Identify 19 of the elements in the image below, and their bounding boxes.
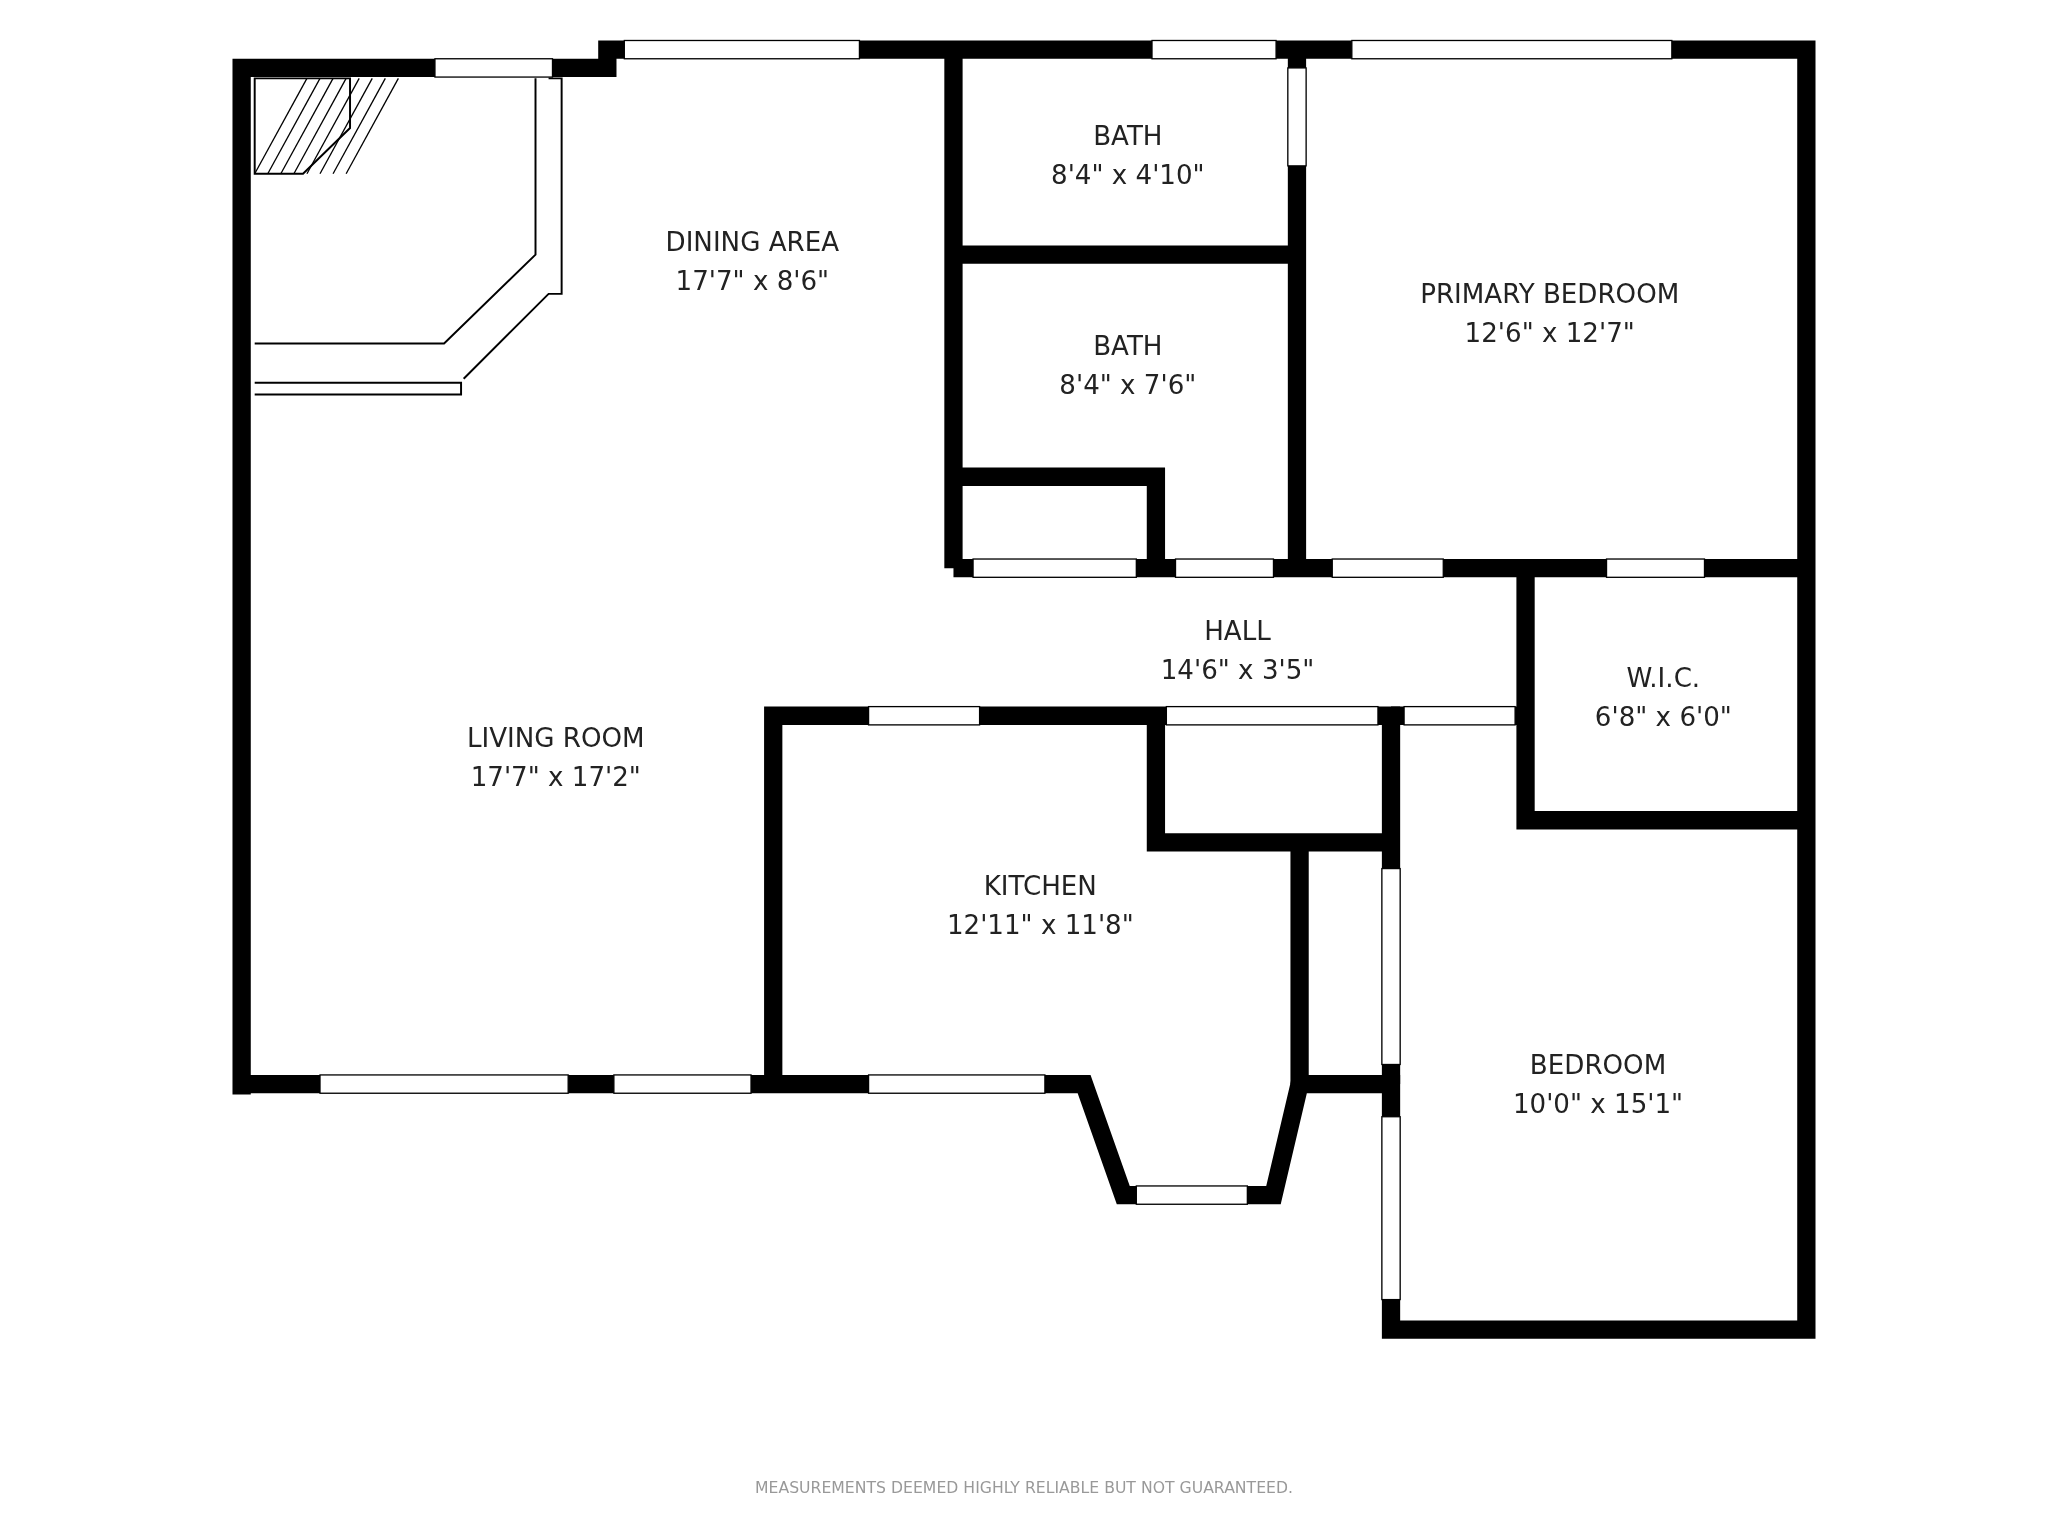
room-name: KITCHEN [983, 868, 1097, 903]
room-dimensions: 10'0" x 15'1" [1512, 1087, 1684, 1122]
room-dimensions: 12'6" x 12'7" [1464, 316, 1635, 351]
room-name: BATH [1093, 329, 1163, 364]
room-dimensions: 12'11" x 11'8" [946, 907, 1134, 942]
room-name: W.I.C. [1626, 661, 1701, 696]
room-name: DINING AREA [665, 224, 840, 260]
room-dimensions: 6'8" x 6'0" [1594, 700, 1732, 735]
disclaimer-note: MEASUREMENTS DEEMED HIGHLY RELIABLE BUT NOT GUARANTEED. [755, 1478, 1293, 1497]
room-dimensions: 14'6" x 3'5" [1160, 652, 1315, 688]
room-dimensions: 8'4" x 7'6" [1059, 368, 1197, 403]
room-dimensions: 17'7" x 17'2" [470, 760, 641, 795]
room-name: HALL [1204, 613, 1271, 648]
room-name: LIVING ROOM [466, 721, 645, 756]
room-dimensions: 17'7" x 8'6" [675, 264, 830, 299]
room-name: BEDROOM [1529, 1047, 1667, 1083]
room-dimensions: 8'4" x 4'10" [1051, 157, 1205, 193]
room-name: BATH [1093, 118, 1163, 153]
room-name: PRIMARY BEDROOM [1420, 277, 1680, 312]
